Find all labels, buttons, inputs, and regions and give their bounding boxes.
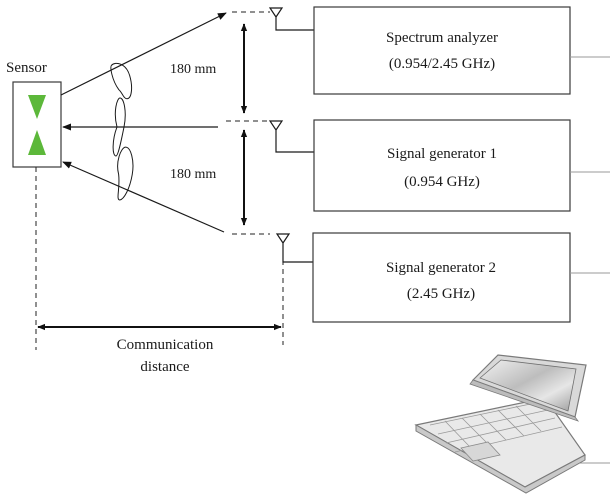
- arrow-from-signal-generator-2: [62, 161, 225, 233]
- wave-symbol-middle: [112, 97, 126, 157]
- spacing-label-upper: 180 mm: [170, 62, 216, 77]
- signal-generator-1-name: Signal generator 1: [387, 146, 497, 162]
- signal-generator-2-box: Signal generator 2 (2.45 GHz): [312, 232, 571, 323]
- antenna-icon: [268, 120, 314, 153]
- antenna-icon: [275, 233, 313, 263]
- sensor-upper-triangle: [28, 95, 46, 119]
- signal-generator-1-freq: (0.954 GHz): [404, 174, 480, 190]
- spacing-label-lower: 180 mm: [170, 167, 216, 182]
- arrow-to-spectrum-analyzer: [60, 12, 227, 96]
- distance-label-line2: distance: [140, 359, 189, 375]
- sensor-lower-triangle: [28, 130, 46, 155]
- laptop-icon: [414, 354, 587, 494]
- spectrum-analyzer-freq: (0.954/2.45 GHz): [389, 56, 495, 72]
- signal-generator-2-freq: (2.45 GHz): [407, 286, 475, 302]
- spectrum-analyzer-box: Spectrum analyzer (0.954/2.45 GHz): [313, 6, 571, 95]
- signal-generator-1-box: Signal generator 1 (0.954 GHz): [313, 119, 571, 212]
- sensor-label: Sensor: [6, 60, 47, 76]
- sensor: [12, 81, 62, 168]
- spectrum-analyzer-name: Spectrum analyzer: [386, 30, 498, 46]
- wave-symbol-lower: [117, 146, 134, 201]
- antenna-icon: [268, 7, 314, 31]
- wave-symbol-upper: [110, 62, 133, 100]
- signal-generator-2-name: Signal generator 2: [386, 260, 496, 276]
- distance-label-line1: Communication: [117, 337, 214, 353]
